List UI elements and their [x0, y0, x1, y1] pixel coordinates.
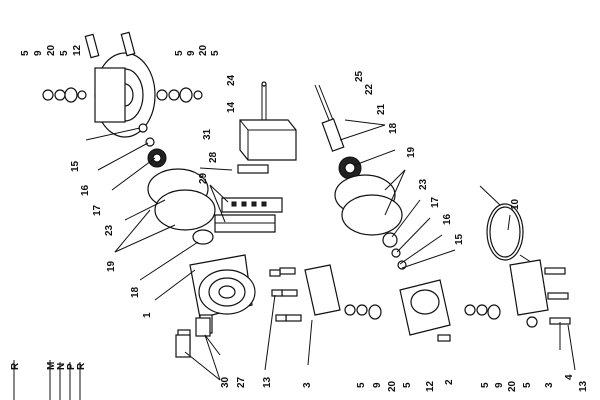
- callout-20: 20: [507, 380, 518, 392]
- callout-5: 5: [20, 50, 31, 56]
- callout-9: 9: [186, 50, 197, 56]
- right-shaft-group: [314, 84, 407, 270]
- callout-25: 25: [354, 70, 365, 82]
- capacitor-box-group: [237, 81, 297, 174]
- legend-r: R: [10, 362, 21, 370]
- callout-12: 12: [425, 380, 436, 392]
- callout-5: 5: [522, 382, 533, 388]
- callout-16: 16: [442, 213, 453, 225]
- callout-30: 30: [220, 376, 231, 388]
- callout-15: 15: [454, 233, 465, 245]
- callout-labels: 5 9 20 5 12 5 9 20 5 24 14 31 28 29 25 2…: [10, 44, 589, 392]
- callout-9: 9: [33, 50, 44, 56]
- callout-2: 2: [444, 379, 455, 385]
- callout-20: 20: [46, 44, 57, 56]
- lower-bracket-housing: [279, 264, 501, 342]
- callout-5: 5: [402, 382, 413, 388]
- callout-28: 28: [208, 151, 219, 163]
- callout-17: 17: [92, 204, 103, 216]
- legend-r: R: [76, 362, 87, 370]
- callout-23: 23: [104, 224, 115, 236]
- callout-9: 9: [494, 382, 505, 388]
- callout-14: 14: [226, 101, 237, 113]
- callout-15: 15: [70, 160, 81, 172]
- callout-19: 19: [406, 146, 417, 158]
- callout-5: 5: [59, 50, 70, 56]
- callout-29: 29: [198, 172, 209, 184]
- callout-18: 18: [130, 286, 141, 298]
- callout-19: 19: [106, 260, 117, 272]
- right-bracket: [509, 259, 571, 328]
- callout-21: 21: [376, 103, 387, 115]
- callout-20: 20: [387, 380, 398, 392]
- callout-31: 31: [202, 128, 213, 140]
- callout-13: 13: [578, 380, 589, 392]
- callout-3: 3: [302, 382, 313, 388]
- callout-5: 5: [210, 50, 221, 56]
- callout-12: 12: [72, 44, 83, 56]
- legend-n: N: [56, 363, 67, 370]
- callout-5: 5: [356, 382, 367, 388]
- callout-24: 24: [226, 74, 237, 86]
- left-bolts: [175, 269, 287, 358]
- callout-5: 5: [174, 50, 185, 56]
- end-housing-assembly: [42, 31, 203, 138]
- cable-coil: [479, 185, 541, 269]
- circuit-board-group: [214, 197, 283, 233]
- callout-10: 10: [510, 198, 521, 210]
- callout-4: 4: [564, 374, 575, 380]
- leader-lines: [85, 119, 576, 381]
- callout-20: 20: [198, 44, 209, 56]
- callout-16: 16: [80, 184, 91, 196]
- callout-9: 9: [372, 382, 383, 388]
- legend-lines: [13, 360, 81, 400]
- callout-18: 18: [388, 122, 399, 134]
- legend-p: P: [66, 363, 77, 370]
- callout-5: 5: [480, 382, 491, 388]
- callout-22: 22: [364, 83, 375, 95]
- legend-m: M: [46, 362, 57, 370]
- callout-23: 23: [418, 178, 429, 190]
- left-bearing-stack: [138, 123, 216, 245]
- callout-17: 17: [430, 196, 441, 208]
- callout-27: 27: [236, 376, 247, 388]
- callout-1: 1: [142, 312, 153, 318]
- callout-3: 3: [544, 382, 555, 388]
- callout-13: 13: [262, 376, 273, 388]
